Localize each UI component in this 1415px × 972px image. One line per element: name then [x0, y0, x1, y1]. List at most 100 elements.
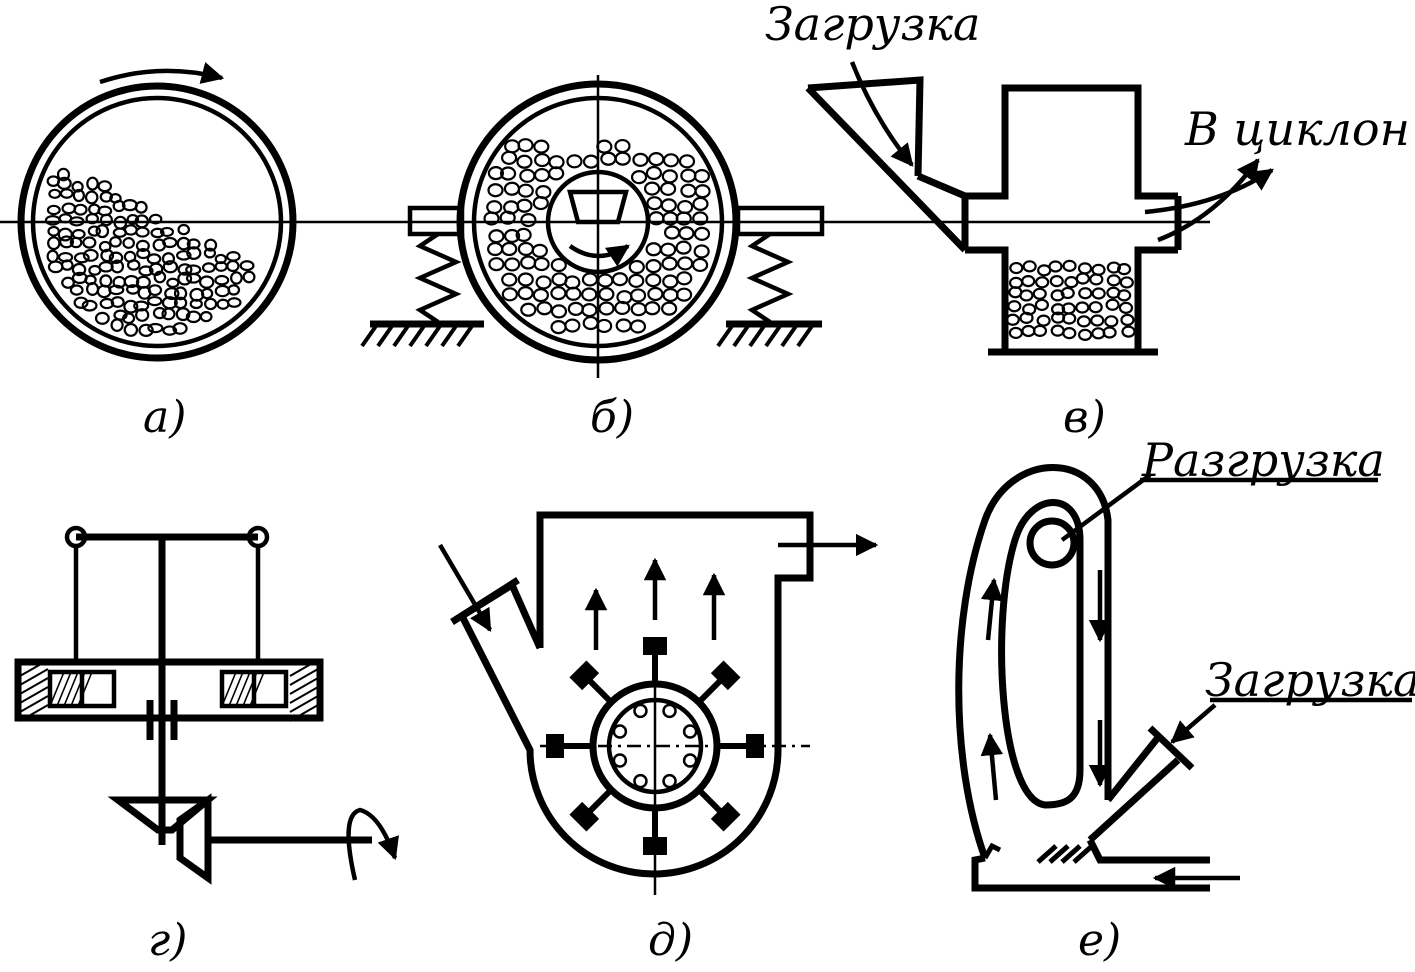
pebble: [1091, 287, 1106, 300]
pebble: [1077, 262, 1093, 275]
panel-v-jet-mill: [805, 61, 1274, 356]
pebble: [659, 181, 677, 196]
pebble: [108, 284, 125, 296]
pebble: [677, 256, 694, 271]
pebble: [531, 243, 548, 258]
hatch-line: [77, 671, 93, 707]
pebble: [147, 322, 164, 334]
pebble: [1019, 289, 1034, 302]
pebble: [1105, 298, 1120, 311]
vibro-inner-shell: [471, 95, 725, 349]
pebble: [662, 287, 679, 303]
pebble: [175, 307, 191, 322]
hatch-line: [242, 671, 258, 707]
pebble: [1035, 276, 1050, 289]
pebble: [166, 277, 180, 289]
pebble: [97, 180, 113, 193]
rotor-pin: [662, 773, 677, 789]
pebble: [520, 212, 537, 228]
pebble: [1037, 264, 1052, 277]
pebble: [1007, 300, 1022, 313]
up-arrow-2: [980, 732, 1004, 801]
pebble: [1050, 324, 1065, 337]
hatch-line: [19, 704, 49, 722]
hatch-line: [19, 659, 49, 677]
pebble: [1120, 313, 1135, 327]
pebble: [597, 273, 614, 288]
rotor-outer: [589, 680, 721, 812]
pebble: [87, 225, 101, 237]
unload-pipe: [1026, 517, 1078, 569]
pebble: [136, 247, 151, 260]
pebble: [1090, 314, 1105, 327]
hammer-head: [643, 837, 667, 855]
loop-inner: [998, 499, 1084, 809]
pebble: [123, 224, 138, 236]
hatch-line: [748, 324, 766, 348]
pebble: [72, 188, 85, 203]
pebble: [48, 188, 62, 199]
pebble: [483, 211, 500, 226]
pebble: [581, 287, 598, 302]
pebble: [691, 257, 709, 273]
hatch-line: [780, 324, 798, 348]
pebble: [1088, 301, 1103, 314]
nozzle-marks: [982, 842, 1094, 864]
right-spring: [746, 232, 794, 324]
drive-rotation-arrow: [346, 807, 399, 881]
pebble: [661, 256, 678, 271]
pebble: [499, 166, 517, 181]
bevel-gear-side: [176, 793, 212, 885]
hammer-head: [643, 637, 667, 655]
pebble: [614, 300, 631, 316]
pebble: [126, 259, 141, 271]
hammer-head: [546, 734, 564, 758]
hammer-head: [569, 801, 600, 832]
pebble: [566, 154, 583, 169]
pebble: [550, 304, 568, 319]
pebble: [71, 180, 84, 193]
pebble: [519, 168, 536, 183]
pebble: [660, 198, 677, 213]
pebble: [147, 284, 163, 297]
caption-d: д): [648, 915, 693, 966]
pebble: [1062, 327, 1077, 340]
pebble: [47, 236, 61, 251]
pebble: [644, 301, 661, 316]
pebble: [676, 271, 693, 286]
pebble: [646, 196, 663, 211]
pebble: [73, 296, 89, 309]
pebble: [645, 273, 662, 288]
hatch-line: [289, 695, 319, 713]
label-unload-e: Разгрузка: [1141, 433, 1385, 487]
pebble: [230, 271, 243, 285]
pebble: [1077, 328, 1093, 341]
hatch-line: [228, 671, 244, 707]
hatch-line: [796, 324, 814, 348]
pebble: [177, 271, 193, 286]
pebble: [535, 275, 552, 290]
pebble: [147, 295, 163, 307]
label-cyclone: В циклон: [1184, 102, 1410, 156]
pebble: [203, 247, 217, 259]
pebble: [214, 274, 230, 286]
pebble: [242, 270, 256, 284]
pebble: [663, 225, 681, 240]
pebble: [1078, 287, 1093, 300]
pebble: [550, 320, 567, 335]
nozzle-mark: [1060, 844, 1082, 864]
up-arrow-1: [980, 577, 1004, 641]
hatch-line: [289, 668, 319, 686]
pebble: [533, 256, 550, 272]
hatch-line: [424, 324, 442, 348]
pebble: [520, 255, 537, 270]
pebble: [532, 288, 549, 303]
pebble: [82, 248, 99, 262]
pebble: [46, 249, 59, 263]
pebble: [1064, 276, 1079, 289]
base-lower: [971, 854, 1210, 892]
pebble: [550, 286, 567, 301]
pebble: [536, 301, 553, 316]
